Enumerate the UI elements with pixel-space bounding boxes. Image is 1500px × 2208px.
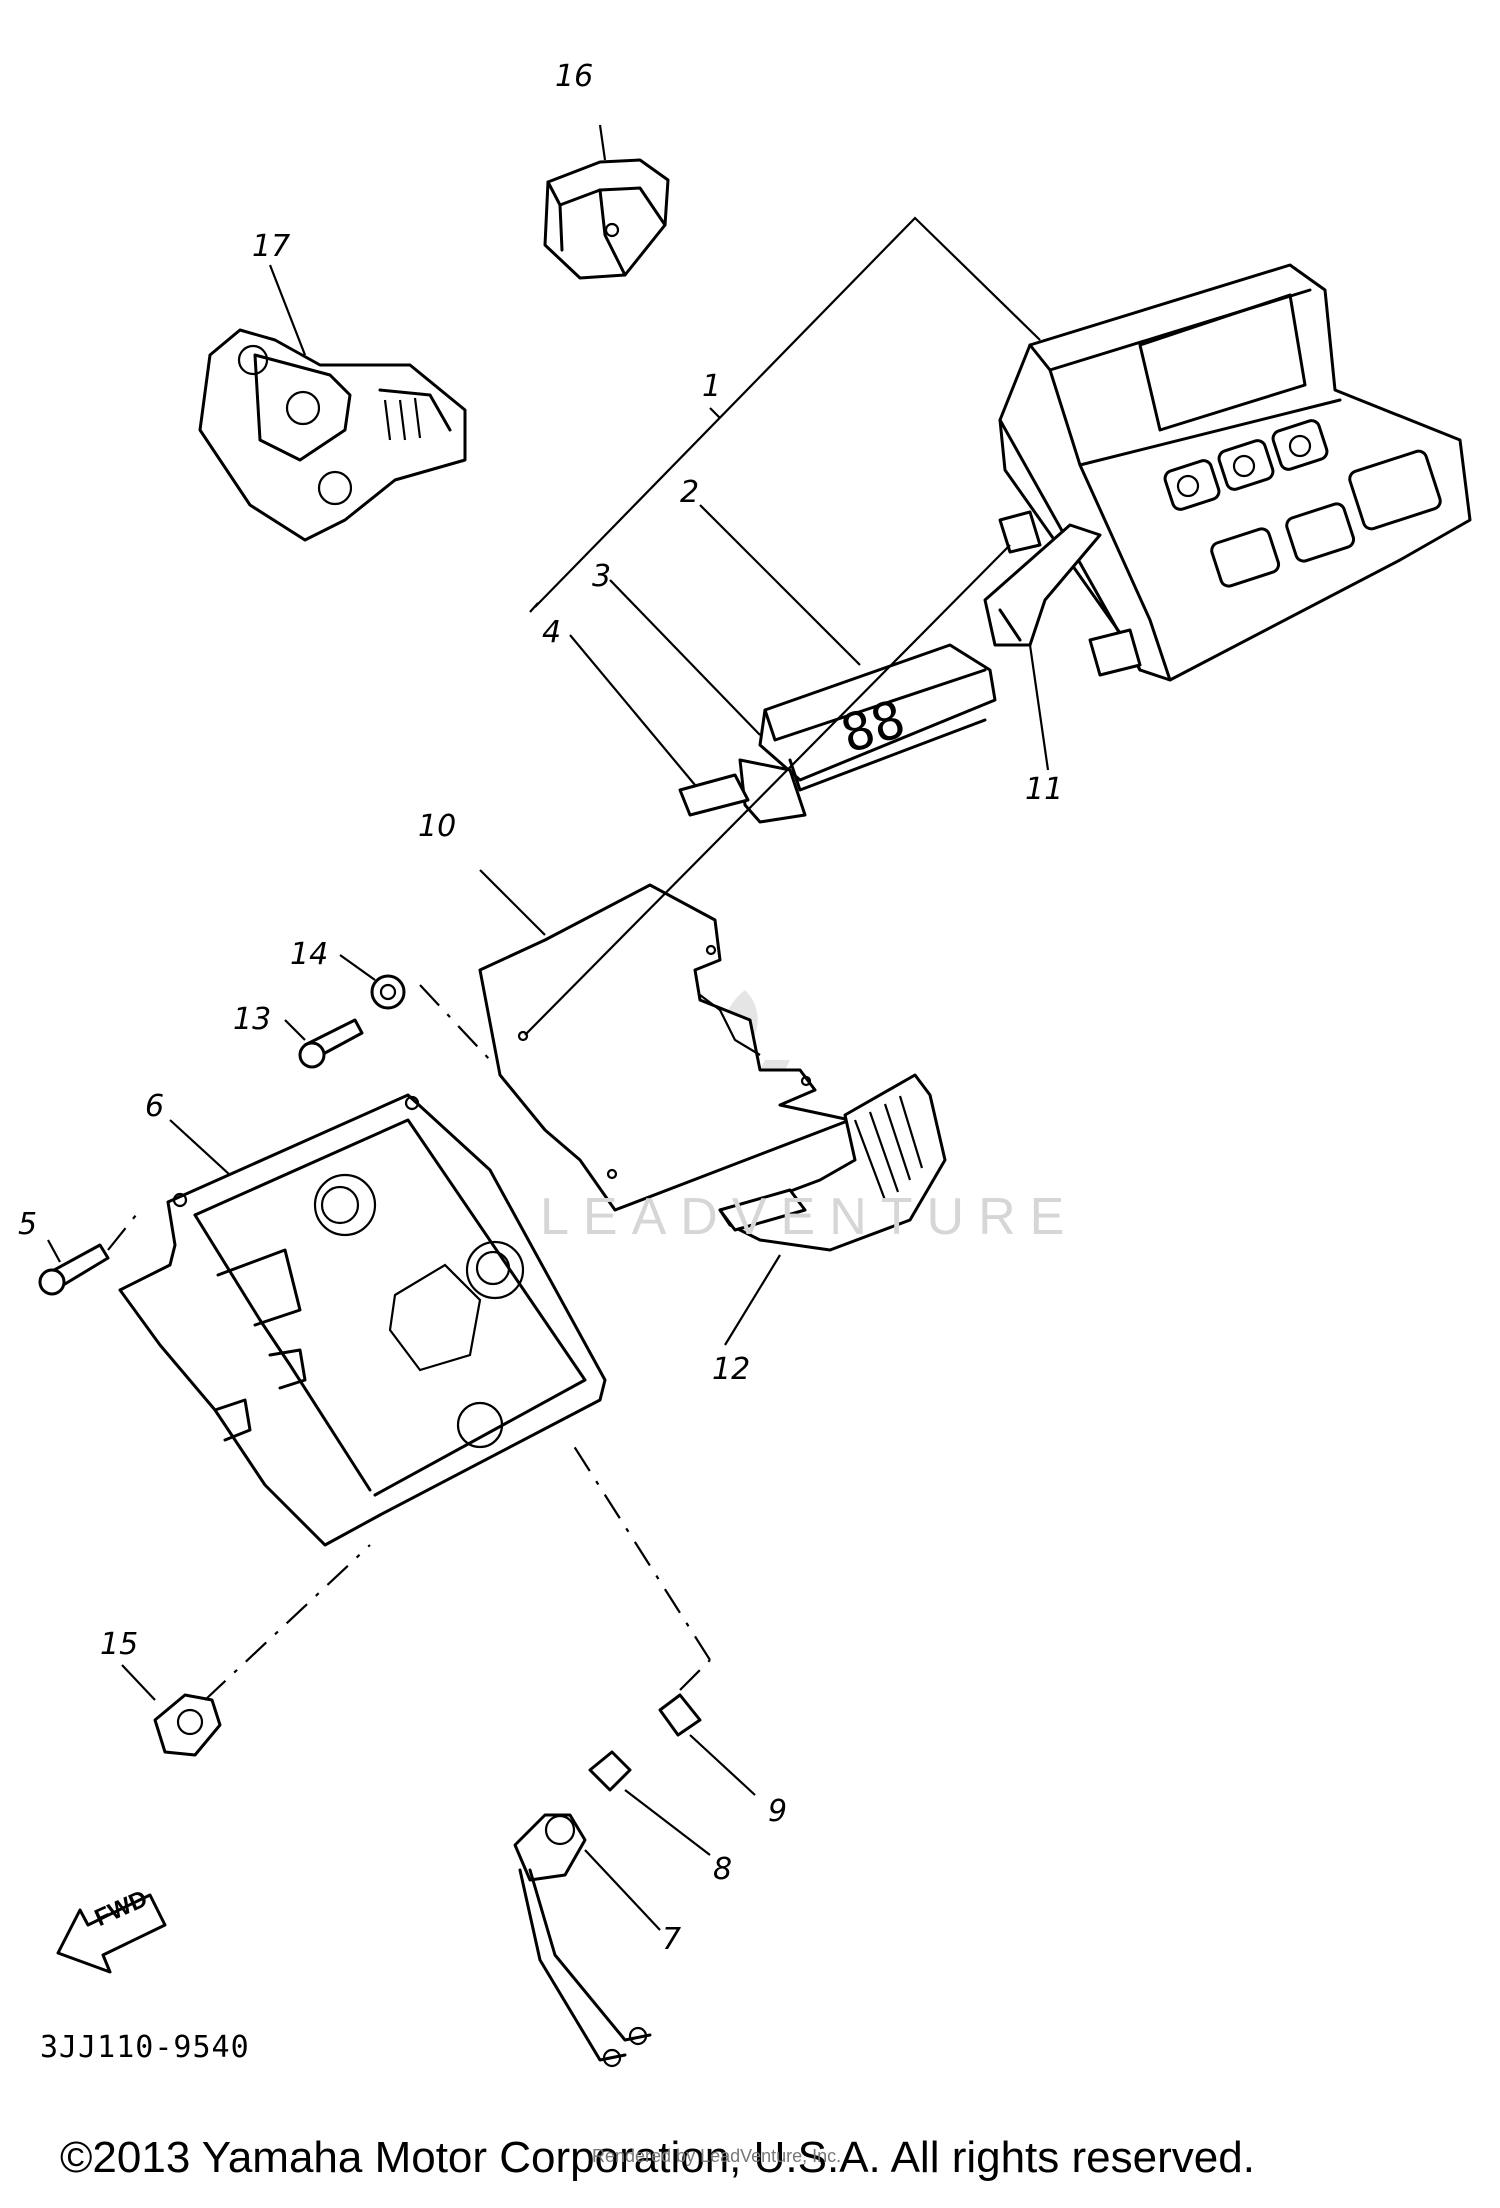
callout-2: 2 [680,475,700,510]
part-16-switch [543,124,670,280]
part-2-lcd-module: 88 [569,504,997,824]
part-12-ribbon-cable [718,1073,947,1346]
part-5-screw [38,1209,141,1296]
callout-14: 14 [290,937,329,972]
rendered-by-credit: Rendered by LeadVenture, Inc. [592,2146,842,2166]
callout-5: 5 [18,1207,38,1242]
part-10-circuit-board [478,544,1011,1212]
part-14-grommet [339,954,491,1061]
part-15-grommet [121,1544,371,1757]
diagram-code: 3JJ110-9540 [40,2030,250,2065]
callout-4: 4 [542,615,562,650]
callout-15: 15 [100,1627,139,1662]
callout-17: 17 [252,229,291,264]
callout-8: 8 [713,1852,733,1887]
part-1-meter-assembly [998,263,1472,682]
callout-10: 10 [418,809,457,844]
part-17-bracket [198,264,467,542]
copyright-notice: ©2013 Yamaha Motor Corporation, U.S.A. A… [60,2133,1255,2182]
part-9-cap [569,1439,756,1796]
callout-7: 7 [662,1922,682,1957]
callout-9: 9 [768,1794,788,1829]
watermark-text: LEADVENTURE [540,1188,1079,1246]
part-8-bulb [588,1750,711,1856]
callout-11: 11 [1025,772,1064,807]
part-6-housing [118,1093,607,1547]
fwd-arrow-icon [56,1893,167,1974]
callout-16: 16 [555,59,594,94]
callout-12: 12 [712,1352,751,1387]
leader-1 [529,216,1041,613]
callout-6: 6 [145,1089,165,1124]
callout-1: 1 [702,369,722,404]
part-13-screw [284,1018,364,1069]
callout-3: 3 [592,559,612,594]
part-7-socket-harness [513,1813,661,2068]
part-11-clip [983,523,1102,771]
callout-13: 13 [233,1002,272,1037]
